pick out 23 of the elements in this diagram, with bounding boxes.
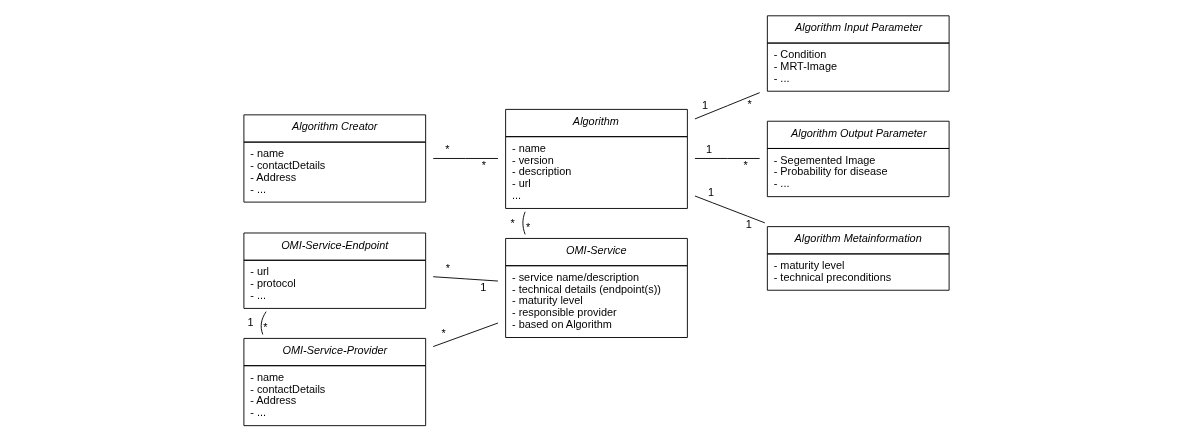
label: * [444, 143, 449, 156]
connector [432, 158, 498, 159]
connector [260, 311, 267, 335]
connector [432, 322, 498, 348]
label: * [742, 159, 748, 172]
connector [693, 195, 765, 224]
label: * [262, 320, 268, 333]
label: 1 [745, 218, 752, 231]
connector [693, 158, 760, 159]
label: * [481, 159, 486, 172]
label: * [510, 216, 515, 229]
label: * [747, 98, 752, 111]
connector [521, 211, 526, 235]
label: 1 [707, 186, 714, 199]
label: 1 [701, 98, 708, 111]
connector [693, 92, 760, 120]
label: 1 [479, 281, 486, 294]
connector [432, 276, 498, 282]
label: 1 [705, 143, 712, 156]
label: 1 [246, 316, 254, 329]
label: * [525, 220, 530, 233]
label: * [441, 326, 446, 339]
label: * [445, 262, 450, 275]
